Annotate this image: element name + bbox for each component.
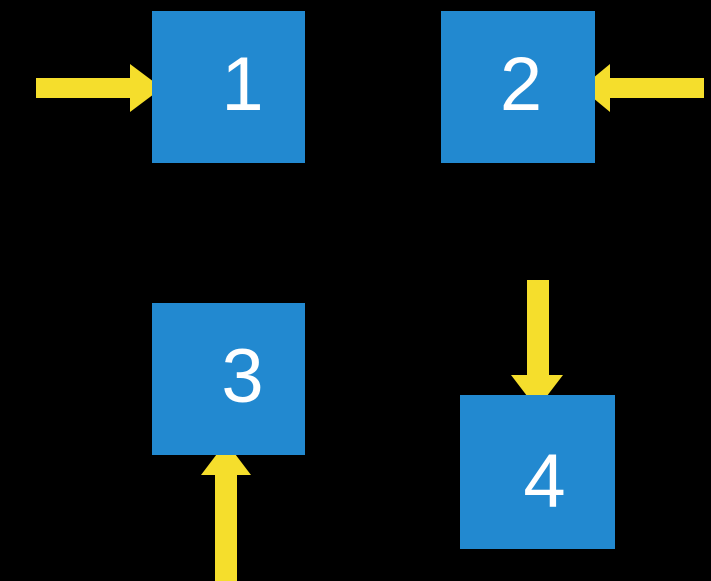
box-2-label: 2 — [499, 42, 543, 127]
box-4[interactable]: 4 — [460, 395, 615, 549]
box-1-label: 1 — [221, 42, 264, 127]
box-1[interactable]: 1 — [152, 11, 305, 163]
box-3-label: 3 — [221, 334, 264, 419]
arrow-right-icon — [36, 64, 162, 112]
box-4-label: 4 — [523, 439, 566, 524]
box-3[interactable]: 3 — [152, 303, 305, 455]
box-2[interactable]: 2 — [441, 11, 595, 163]
arrow-left-icon — [581, 64, 704, 112]
arrow-down-icon — [511, 280, 563, 409]
arrow-up-icon — [201, 442, 251, 581]
